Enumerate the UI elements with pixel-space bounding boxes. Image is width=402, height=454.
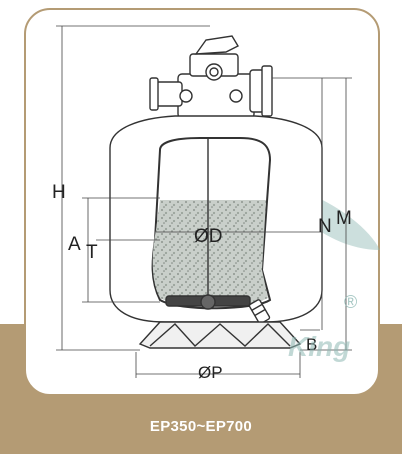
filter-tank xyxy=(109,115,323,325)
dim-label-m: M xyxy=(336,208,352,229)
drain-valve xyxy=(248,299,271,325)
dim-label-h: H xyxy=(52,182,66,203)
multiport-valve xyxy=(149,35,273,119)
dim-label-a: A xyxy=(68,234,81,255)
watermark-text: King xyxy=(288,331,350,362)
dimension-lines xyxy=(56,25,352,378)
model-range-label: EP350~EP700 xyxy=(149,418,253,435)
dim-label-n: N xyxy=(318,216,332,237)
dim-label-b: B xyxy=(306,335,317,354)
dim-label-diameter-d: ØD xyxy=(194,226,223,247)
dim-label-t: T xyxy=(86,242,98,263)
registered-mark: ® xyxy=(344,292,357,312)
base-stand xyxy=(138,321,302,349)
dim-label-diameter-p: ØP xyxy=(198,363,223,382)
